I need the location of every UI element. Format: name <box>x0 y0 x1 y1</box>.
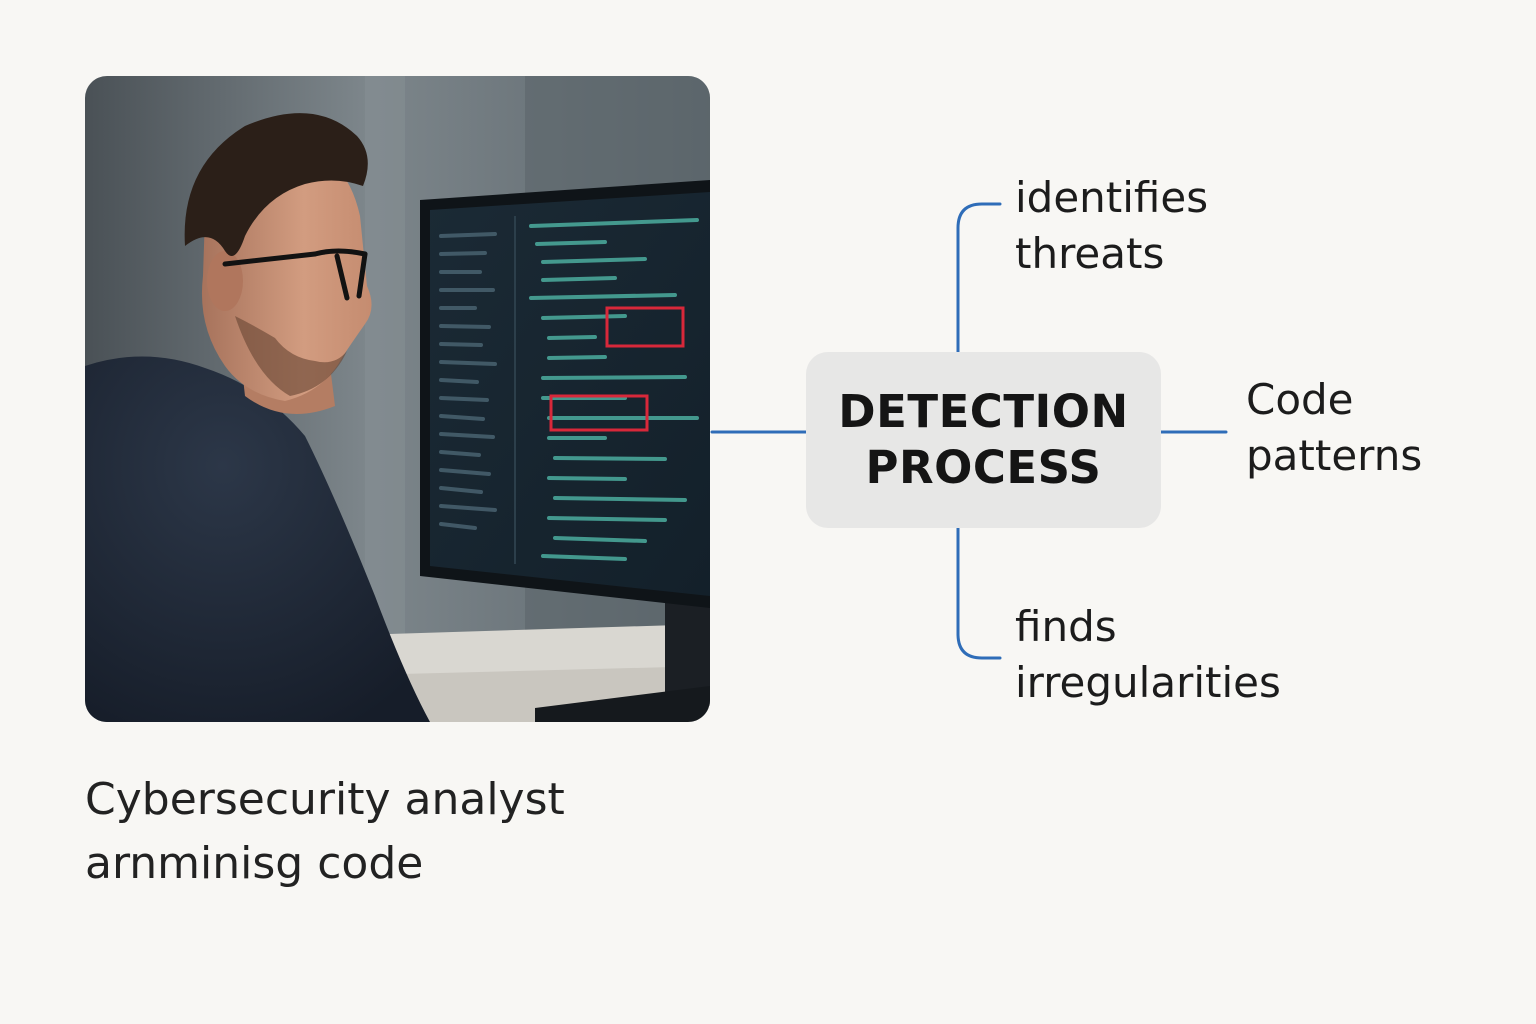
branch-top-line-1: identifies <box>1015 173 1209 222</box>
branch-top-line-2: threats <box>1015 229 1165 278</box>
analyst-photo <box>85 76 710 722</box>
photo-caption: Cybersecurity analyst arnminisg code <box>85 768 725 896</box>
node-title-line-1: DETECTION <box>838 385 1129 438</box>
branch-bottom-line-1: finds <box>1015 602 1117 651</box>
branch-label-finds-irregularities: finds irregularities <box>1015 599 1281 711</box>
connector-node-to-bottom <box>956 526 1002 660</box>
analyst-at-monitor-illustration <box>85 76 710 722</box>
detection-process-node: DETECTION PROCESS <box>806 352 1161 528</box>
caption-line-1: Cybersecurity analyst <box>85 774 565 825</box>
branch-right-line-1: Code <box>1246 375 1354 424</box>
branch-label-identifies-threats: identifies threats <box>1015 170 1208 282</box>
caption-line-2: arnminisg code <box>85 838 424 889</box>
branch-right-line-2: patterns <box>1246 431 1423 480</box>
branch-label-code-patterns: Code patterns <box>1246 372 1422 484</box>
branch-bottom-line-2: irregularities <box>1015 658 1281 707</box>
connector-node-to-top <box>956 202 1002 354</box>
node-title-line-2: PROCESS <box>865 441 1102 494</box>
